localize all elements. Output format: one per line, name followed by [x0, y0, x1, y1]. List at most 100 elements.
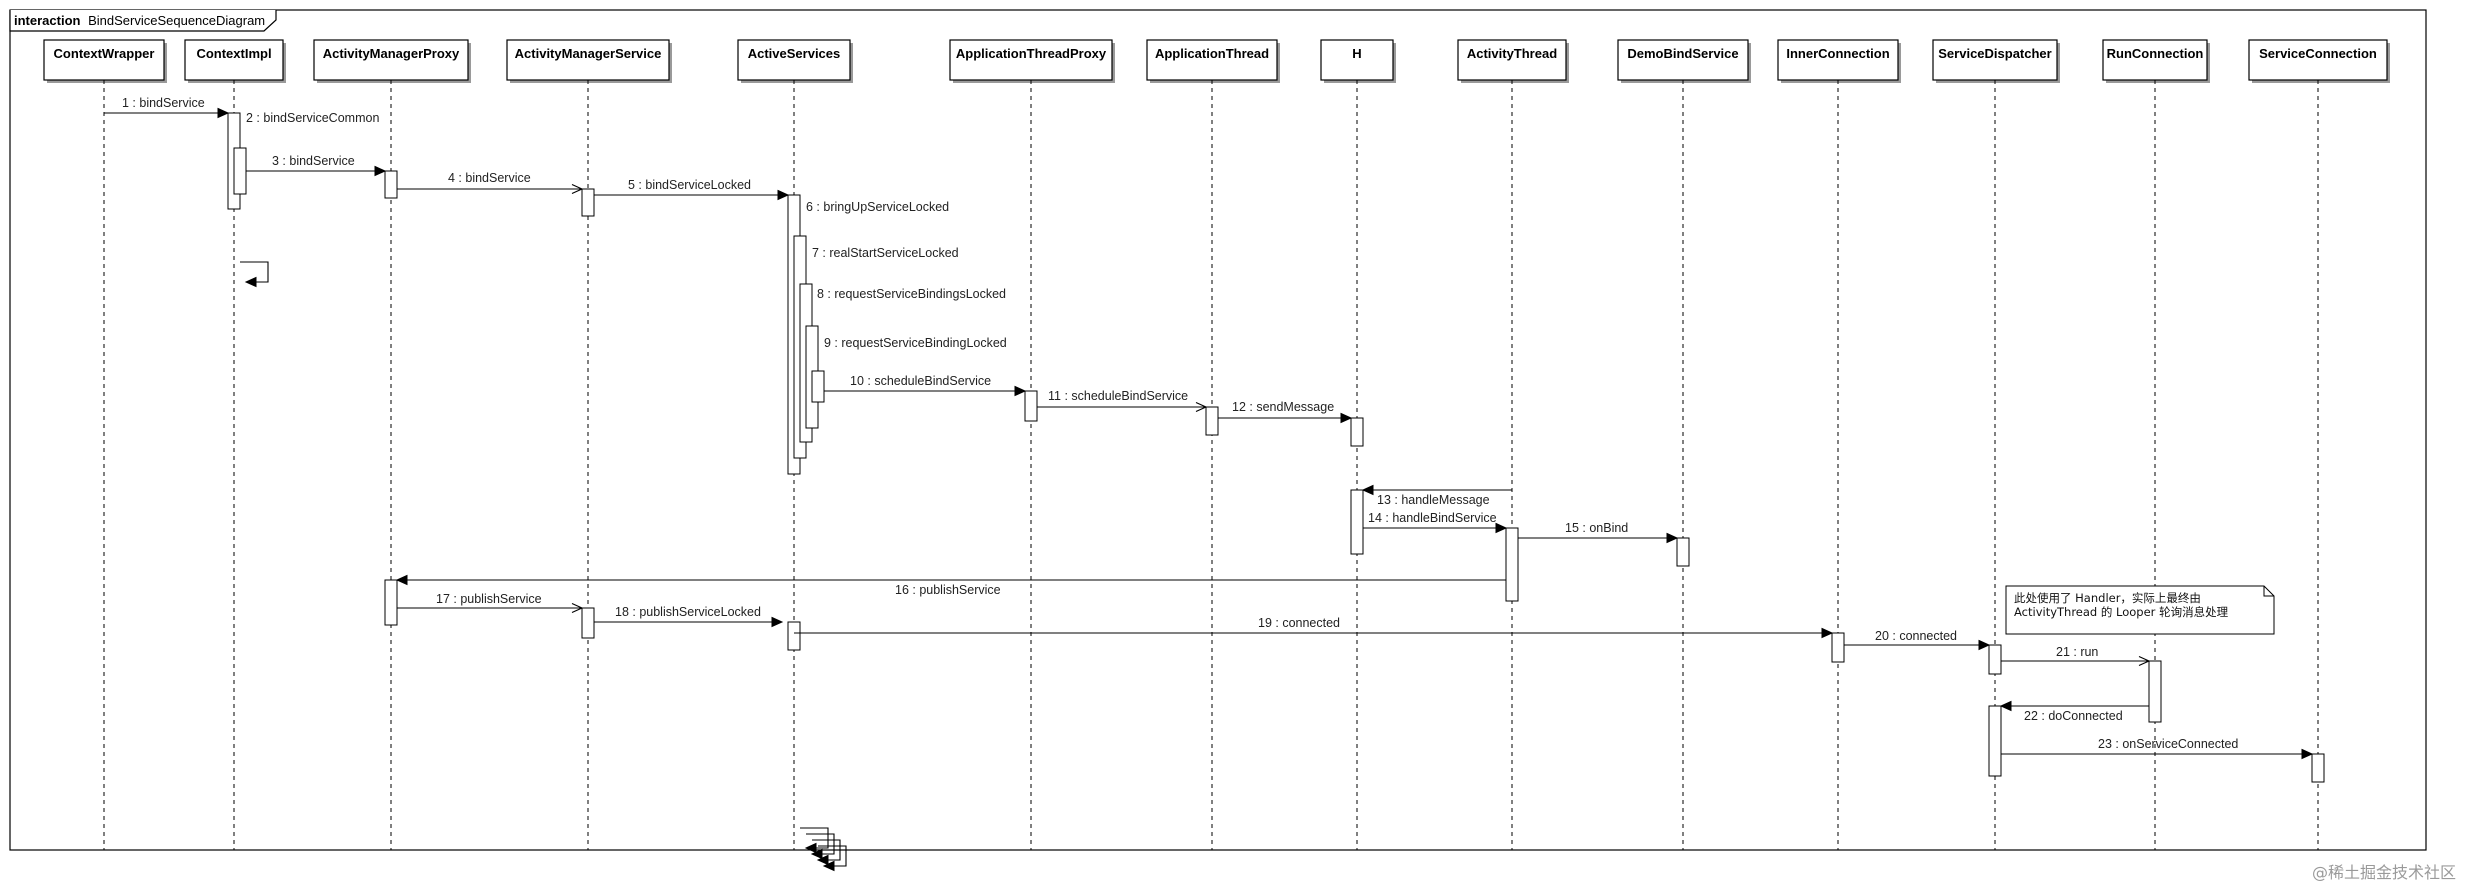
message-label: 1 : bindService: [122, 96, 205, 110]
handler-note: 此处使用了 Handler，实际上最终由 ActivityThread 的 Lo…: [2005, 585, 2275, 635]
lifeline-context-wrapper: ContextWrapper: [43, 39, 167, 850]
activation-bar: [1024, 390, 1038, 422]
message-23: 23 : onServiceConnected: [2001, 737, 2314, 760]
message-label: 3 : bindService: [272, 154, 355, 168]
activation-bars: [227, 112, 2325, 783]
frame-title-tab: [9, 10, 277, 32]
message-22: 22 : doConnected: [1999, 700, 2149, 723]
lifeline-h: H: [1320, 39, 1396, 850]
arrow-head-filled: [822, 860, 835, 872]
message-label: 8 : requestServiceBindingsLocked: [817, 287, 1006, 301]
lifeline-service-dispatcher: ServiceDispatcher: [1932, 39, 2060, 850]
message-label: 12 : sendMessage: [1232, 400, 1334, 414]
arrow-head-filled: [1821, 627, 1834, 639]
message-10: 10 : scheduleBindService: [824, 374, 1027, 397]
message-4: 4 : bindService: [397, 171, 584, 195]
arrow-head-open: [571, 183, 584, 195]
message-label: 7 : realStartServiceLocked: [812, 246, 959, 260]
lifeline-label: ContextWrapper: [54, 46, 155, 61]
note-line-2: ActivityThread 的 Looper 轮询消息处理: [2014, 605, 2229, 619]
lifeline-box: [1777, 39, 1899, 81]
lifeline-box: [1146, 39, 1278, 81]
message-15: 15 : onBind: [1518, 521, 1679, 544]
activation-bar: [1350, 417, 1364, 447]
self-call-line: [812, 839, 841, 861]
message-label: 6 : bringUpServiceLocked: [806, 200, 949, 214]
note-box: [2005, 585, 2275, 635]
lifeline-box: [313, 39, 469, 81]
arrow-head-filled: [1978, 639, 1991, 651]
note-fold: [2263, 586, 2274, 597]
lifeline-box: [737, 39, 851, 81]
message-20: 20 : connected: [1844, 629, 1991, 651]
lifeline-application-thread-proxy: ApplicationThreadProxy: [949, 39, 1115, 850]
lifeline-application-thread: ApplicationThread: [1146, 39, 1280, 850]
message-label: 11 : scheduleBindService: [1048, 389, 1188, 403]
message-label: 21 : run: [2056, 645, 2098, 659]
message-label: 15 : onBind: [1565, 521, 1628, 535]
arrow-head-filled: [2301, 748, 2314, 760]
message-label: 23 : onServiceConnected: [2098, 737, 2238, 751]
lifeline-box: [1617, 39, 1749, 81]
lifeline-active-services: ActiveServices: [737, 39, 853, 850]
interaction-frame: [9, 9, 2427, 851]
message-label: 9 : requestServiceBindingLocked: [824, 336, 1007, 350]
arrow-head-filled: [816, 854, 829, 866]
watermark: @稀土掘金技术社区: [2312, 863, 2456, 882]
message-19: 19 : connected: [794, 616, 1834, 639]
self-call-line: [806, 833, 835, 855]
message-label: 13 : handleMessage: [1377, 493, 1490, 507]
activation-bar: [1988, 644, 2002, 675]
message-11: 11 : scheduleBindService: [1037, 389, 1208, 413]
message-8: 8 : requestServiceBindingsLocked: [812, 287, 1006, 866]
activation-bar: [233, 147, 247, 195]
message-3: 3 : bindService: [246, 154, 387, 177]
lifeline-label: InnerConnection: [1786, 46, 1889, 61]
message-label: 10 : scheduleBindService: [850, 374, 991, 388]
lifeline-label: ServiceDispatcher: [1938, 46, 2051, 61]
lifeline-box: [2102, 39, 2208, 81]
activation-bar: [1350, 489, 1364, 555]
activation-bar: [2311, 753, 2325, 783]
activation-bar: [787, 621, 801, 651]
lifeline-label: ActivityManagerProxy: [323, 46, 460, 61]
message-1: 1 : bindService: [104, 96, 230, 119]
activation-bar: [1205, 406, 1219, 436]
arrow-head-filled: [1014, 385, 1027, 397]
message-17: 17 : publishService: [397, 592, 584, 614]
frame-keyword: interaction: [14, 13, 81, 28]
activation-bar: [1831, 632, 1845, 663]
arrow-head-filled: [374, 165, 387, 177]
activation-bar: [811, 370, 825, 403]
lifeline-box: [2248, 39, 2388, 81]
lifeline-label: RunConnection: [2107, 46, 2204, 61]
message-label: 14 : handleBindService: [1368, 511, 1497, 525]
arrow-head-filled: [777, 189, 790, 201]
activation-bar: [1505, 527, 1519, 602]
arrow-head-filled: [244, 276, 257, 288]
arrow-head-filled: [771, 616, 784, 628]
lifeline-box: [949, 39, 1113, 81]
frame-name: BindServiceSequenceDiagram: [88, 13, 265, 28]
message-2: 2 : bindServiceCommon: [240, 111, 379, 288]
lifeline-box: [506, 39, 670, 81]
arrow-head-filled: [804, 842, 817, 854]
message-9: 9 : requestServiceBindingLocked: [818, 336, 1007, 872]
lifeline-label: ServiceConnection: [2259, 46, 2377, 61]
lifeline-inner-connection: InnerConnection: [1777, 39, 1901, 850]
message-16: 16 : publishService: [395, 574, 1506, 597]
lifeline-label: ActivityManagerService: [515, 46, 662, 61]
message-label: 18 : publishServiceLocked: [615, 605, 761, 619]
arrow-head-open: [2138, 655, 2151, 667]
arrow-head-filled: [1999, 700, 2012, 712]
arrow-head-filled: [810, 848, 823, 860]
activation-bar: [1988, 705, 2002, 777]
message-6: 6 : bringUpServiceLocked: [800, 200, 949, 854]
lifeline-label: ApplicationThread: [1155, 46, 1269, 61]
message-7: 7 : realStartServiceLocked: [806, 246, 959, 860]
self-call-line: [240, 261, 269, 283]
message-12: 12 : sendMessage: [1218, 400, 1353, 424]
